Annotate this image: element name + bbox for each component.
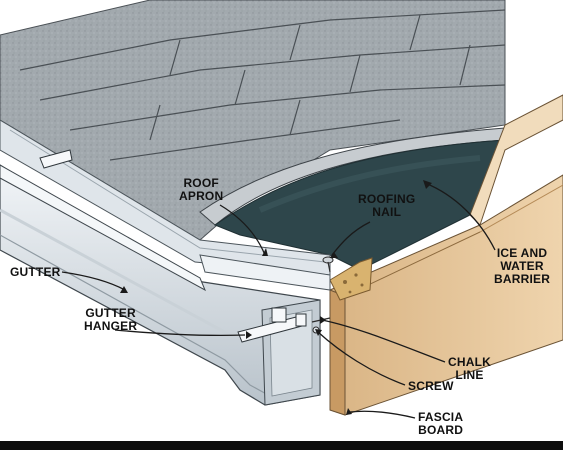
label-gutter-line1: GUTTER bbox=[10, 265, 61, 279]
label-roof-apron-line2: APRON bbox=[179, 189, 224, 203]
label-roofing-nail-line2: NAIL bbox=[372, 205, 402, 219]
label-roofing-nail: ROOFING NAIL bbox=[358, 193, 415, 219]
label-chalk-line-line1: CHALK bbox=[448, 355, 491, 369]
label-fascia-board-line2: BOARD bbox=[418, 423, 464, 437]
label-roofing-nail-line1: ROOFING bbox=[358, 192, 416, 206]
label-chalk-line-line2: LINE bbox=[455, 368, 484, 382]
label-gutter-hanger-line2: HANGER bbox=[84, 319, 138, 333]
label-ice-water-line2: WATER bbox=[500, 259, 544, 273]
gutter-lip bbox=[0, 164, 207, 292]
leader-arrowheads bbox=[120, 180, 432, 415]
label-ice-and-water-barrier: ICE AND WATER BARRIER bbox=[494, 247, 550, 286]
label-screw: SCREW bbox=[408, 380, 454, 393]
bottom-border-bar bbox=[0, 441, 563, 450]
label-ice-water-line1: ICE AND bbox=[496, 246, 548, 260]
leader-lines bbox=[61, 182, 496, 419]
rafter-end-grain bbox=[329, 257, 373, 301]
shingle-courses bbox=[19, 9, 506, 161]
label-gutter-hanger-line1: GUTTER bbox=[85, 306, 136, 320]
label-chalk-line: CHALK LINE bbox=[448, 356, 491, 382]
label-fascia-board-line1: FASCIA bbox=[418, 410, 464, 424]
label-screw-line1: SCREW bbox=[408, 379, 454, 393]
label-fascia-board: FASCIA BOARD bbox=[418, 411, 463, 437]
label-roof-apron-line1: ROOF bbox=[183, 176, 219, 190]
label-roof-apron: ROOF APRON bbox=[179, 177, 223, 203]
label-gutter: GUTTER bbox=[10, 266, 61, 279]
label-ice-water-line3: BARRIER bbox=[494, 272, 551, 286]
roofing-nail-shape bbox=[322, 256, 334, 273]
label-gutter-hanger: GUTTER HANGER bbox=[84, 307, 137, 333]
gutter-hanger-shapes bbox=[39, 149, 307, 343]
